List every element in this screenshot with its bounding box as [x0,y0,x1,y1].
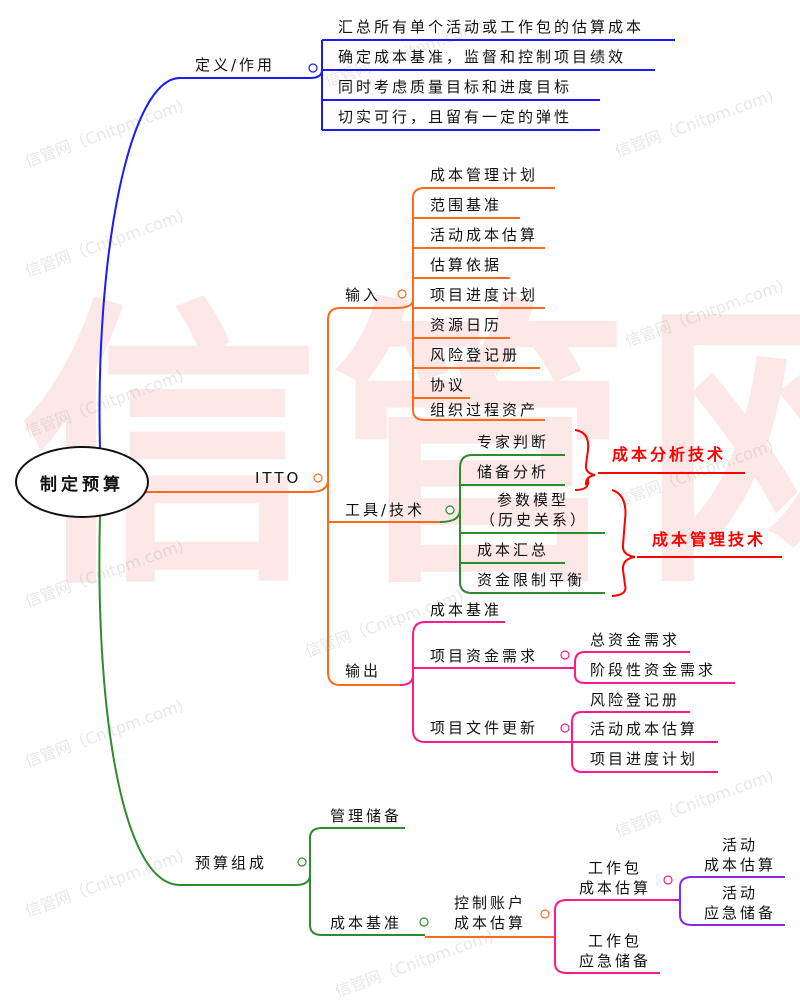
node-tools[interactable]: 工具/技术 [345,501,426,519]
label-line: 应急储备 [578,952,651,970]
input-item[interactable]: 协议 [430,376,467,394]
input-item[interactable]: 估算依据 [430,256,503,274]
group-label-cost-management: 成本管理技术 [652,530,767,549]
node-inputs[interactable]: 输入 [345,286,382,304]
input-item[interactable]: 资源日历 [430,316,503,334]
node-activity-estimate[interactable]: 活动成本估算 [695,835,785,875]
input-item[interactable]: 项目进度计划 [430,286,539,304]
node-management-reserve[interactable]: 管理储备 [330,807,403,825]
label-line: 工作包 [587,932,642,950]
input-item[interactable]: 成本管理计划 [430,166,539,184]
input-item[interactable]: 组织过程资产 [430,401,539,419]
tool-item[interactable]: 成本汇总 [477,541,550,559]
root-node[interactable]: 制定预算 [15,446,149,518]
output-item[interactable]: 项目资金需求 [430,647,539,665]
node-wp-reserve[interactable]: 工作包应急储备 [570,931,660,971]
node-cost-baseline[interactable]: 成本基准 [330,914,403,932]
node-composition[interactable]: 预算组成 [195,854,268,872]
tool-item-note: （历史关系） [480,511,589,529]
tool-item[interactable]: 资金限制平衡 [477,571,586,589]
definition-item[interactable]: 同时考虑质量目标和进度目标 [338,78,573,96]
label-line: 应急储备 [703,904,776,922]
definition-item[interactable]: 切实可行，且留有一定的弹性 [338,108,573,126]
group-label-cost-analysis: 成本分析技术 [612,445,727,464]
funding-item[interactable]: 阶段性资金需求 [590,661,717,679]
node-definition[interactable]: 定义/作用 [195,56,276,74]
node-control-account[interactable]: 控制账户成本估算 [445,893,535,933]
doc-update-item[interactable]: 风险登记册 [590,691,681,709]
label-line: 活动 [721,836,758,854]
input-item[interactable]: 范围基准 [430,196,503,214]
doc-update-item[interactable]: 项目进度计划 [590,750,699,768]
funding-item[interactable]: 总资金需求 [590,631,681,649]
node-activity-reserve[interactable]: 活动应急储备 [695,883,785,923]
root-label: 制定预算 [40,474,124,495]
label-line: 活动 [721,884,758,902]
label-line: 成本估算 [703,856,776,874]
input-item[interactable]: 活动成本估算 [430,226,539,244]
label-line: 控制账户 [453,894,526,912]
node-itto[interactable]: ITTO [255,469,302,487]
output-item[interactable]: 成本基准 [430,601,503,619]
output-item[interactable]: 项目文件更新 [430,719,539,737]
tool-item[interactable]: 储备分析 [477,463,550,481]
tool-item[interactable]: 专家判断 [477,433,550,451]
label-line: 成本估算 [578,879,651,897]
label-line: 成本估算 [453,914,526,932]
watermark-logo: 信管网 [20,275,800,624]
definition-item[interactable]: 汇总所有单个活动或工作包的估算成本 [338,18,645,36]
definition-item[interactable]: 确定成本基准，监督和控制项目绩效 [338,48,627,66]
input-item[interactable]: 风险登记册 [430,346,521,364]
doc-update-item[interactable]: 活动成本估算 [590,720,699,738]
tool-item[interactable]: 参数模型 [497,491,570,509]
node-outputs[interactable]: 输出 [345,662,382,680]
node-wp-estimate[interactable]: 工作包成本估算 [570,858,660,898]
label-line: 工作包 [587,859,642,877]
